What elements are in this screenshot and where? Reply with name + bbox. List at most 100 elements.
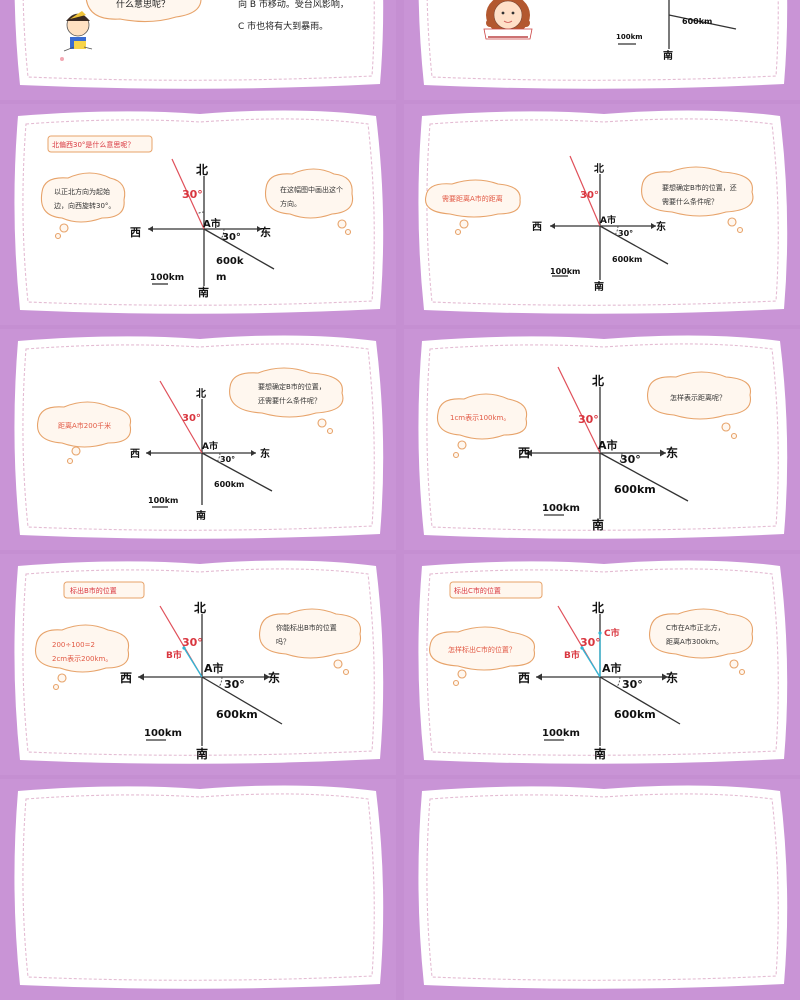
south-label: 南 xyxy=(594,280,604,293)
compass-diagram xyxy=(146,380,273,508)
bubble-dot xyxy=(59,223,69,233)
angle-north-label: 30° xyxy=(182,636,203,649)
slide-4-canvas: 需要距离A市的距离 要想确定B市的位置，还 需要什么条件呢？ 北 南 东 西 3… xyxy=(418,110,788,314)
north-label: 北 xyxy=(592,373,604,388)
angle-east-label: 30° xyxy=(222,232,241,243)
angle-east-label: 30° xyxy=(622,678,643,691)
north-label: 北 xyxy=(196,162,208,177)
bubble-dot xyxy=(459,219,469,229)
distance-label: 600km xyxy=(216,708,258,721)
bubble-dot xyxy=(457,440,467,450)
angle-east-label: 30° xyxy=(220,455,235,464)
question-tag-text: 北偏西30°是什么意思呢？ xyxy=(52,140,134,149)
distance-label: 600km xyxy=(612,255,642,264)
task-tag xyxy=(449,581,543,599)
right-speech-bubble xyxy=(264,168,354,219)
slide-thumbnail-9[interactable] xyxy=(0,779,396,1000)
scale-label: 100km xyxy=(616,33,643,41)
right-speech-bubble xyxy=(646,371,752,420)
bubble-dot xyxy=(721,422,731,432)
west-label: 西 xyxy=(518,446,530,460)
slide-3-canvas: 北偏西30°是什么意思呢？ 以正北方向为起始 边，向西旋转30°。 在这幅图中画… xyxy=(14,110,384,314)
slide-thumbnail-7[interactable]: 标出B市的位置 200÷100=2 2cm表示200km。 你能标出B市的位置 … xyxy=(0,554,396,775)
west-label: 西 xyxy=(130,448,140,460)
intro-line-2: C 市也将有大到暴雨。 xyxy=(238,20,328,32)
bubble-dot xyxy=(326,427,334,435)
right-bubble-line-2: 需要什么条件呢？ xyxy=(662,197,718,206)
slide-9-canvas xyxy=(14,785,384,989)
city-a-label: A市 xyxy=(203,217,221,230)
bubble-dot xyxy=(454,228,462,236)
angle-north-label: 30° xyxy=(580,190,599,201)
city-c-label: C市 xyxy=(604,627,620,639)
slide-thumbnail-6[interactable]: 1cm表示100km。 怎样表示距离呢？ 北 南 东 西 30° A市 30° xyxy=(404,329,800,550)
right-speech-bubble xyxy=(641,166,754,217)
east-label: 东 xyxy=(666,445,678,460)
right-bubble-line-1: 你能标出B市的位置 xyxy=(276,623,337,632)
left-speech-bubble xyxy=(40,172,126,223)
left-speech-bubble xyxy=(429,626,536,671)
right-bubble-line-2: 距离A市300km。 xyxy=(666,637,723,646)
right-bubble-line-1: 要想确定B市的位置，还 xyxy=(662,183,737,192)
slide-thumbnail-10[interactable] xyxy=(404,779,800,1000)
slide-thumbnail-1[interactable]: 什么意思呢？ 向 B 市移动。受台风影响， C 市也将有大到暴雨。 xyxy=(0,0,396,100)
bubble-dot xyxy=(337,219,347,229)
slide-thumbnail-4[interactable]: 需要距离A市的距离 要想确定B市的位置，还 需要什么条件呢？ 北 南 东 西 3… xyxy=(404,104,800,325)
east-southeast-line xyxy=(668,14,737,30)
right-bubble-line-1: 要想确定B市的位置， xyxy=(258,382,326,391)
west-label: 西 xyxy=(120,671,132,685)
north-label: 北 xyxy=(196,387,206,400)
angle-east-label: 30° xyxy=(224,678,245,691)
south-label: 南 xyxy=(196,746,208,761)
slide-6-canvas: 1cm表示100km。 怎样表示距离呢？ 北 南 东 西 30° A市 30° xyxy=(418,335,788,539)
slide-thumbnail-2[interactable]: 600km 100km 南 xyxy=(404,0,800,100)
east-label: 东 xyxy=(656,220,666,233)
south-label: 南 xyxy=(594,746,606,761)
west-label: 西 xyxy=(130,226,141,239)
bubble-dot xyxy=(66,457,74,465)
slide-7-canvas: 标出B市的位置 200÷100=2 2cm表示200km。 你能标出B市的位置 … xyxy=(14,560,384,764)
city-a-label: A市 xyxy=(204,661,224,675)
bubble-dot xyxy=(57,673,67,683)
bubble-dot xyxy=(71,446,81,456)
distance-label: 600km xyxy=(214,480,244,489)
bubble-dot xyxy=(452,451,460,459)
east-label: 东 xyxy=(666,670,678,685)
left-speech-bubble xyxy=(36,401,132,448)
right-bubble-line-1: 在这幅图中画出这个 xyxy=(280,185,343,194)
left-speech-bubble xyxy=(34,624,130,673)
city-a-label: A市 xyxy=(602,661,622,675)
slide-thumbnail-8[interactable]: 标出C市的位置 怎样标出C市的位置？ C市在A市正北方， 距离A市300km。 xyxy=(404,554,800,775)
compass-diagram xyxy=(536,605,681,746)
west-label: 西 xyxy=(532,221,542,233)
scale-label: 100km xyxy=(542,503,580,514)
city-b-label: B市 xyxy=(564,649,580,661)
distance-label-2: m xyxy=(216,272,226,283)
city-b-label: B市 xyxy=(166,649,182,661)
north-label: 北 xyxy=(594,162,604,175)
left-speech-bubble xyxy=(424,179,521,218)
south-label: 南 xyxy=(198,285,209,299)
slide-thumbnail-5[interactable]: 距离A市200千米 要想确定B市的位置， 还需要什么条件呢？ 北 南 东 西 3… xyxy=(0,329,396,550)
north-label: 北 xyxy=(194,600,206,615)
left-speech-bubble xyxy=(436,393,528,440)
angle-east-label: 30° xyxy=(618,229,633,238)
scale-label: 100km xyxy=(144,728,182,739)
slide-thumbnail-3[interactable]: 北偏西30°是什么意思呢？ 以正北方向为起始 边，向西旋转30°。 在这幅图中画… xyxy=(0,104,396,325)
east-label: 东 xyxy=(260,447,270,460)
south-label: 南 xyxy=(196,509,206,522)
bubble-dot xyxy=(452,679,460,687)
right-bubble-line-2: 吗？ xyxy=(276,638,290,646)
bubble-dot xyxy=(729,659,739,669)
left-bubble-line-1: 1cm表示100km。 xyxy=(450,413,510,422)
right-bubble-line-2: 方向。 xyxy=(280,199,301,208)
slide-1-canvas: 什么意思呢？ 向 B 市移动。受台风影响， C 市也将有大到暴雨。 xyxy=(14,0,384,89)
scale-label: 100km xyxy=(148,496,178,505)
intro-line-1: 向 B 市移动。受台风影响， xyxy=(238,0,349,10)
bubble-dot xyxy=(344,228,352,236)
top-speech-bubble xyxy=(85,0,202,23)
bubble-dot xyxy=(52,683,60,691)
task-tag-text: 标出B市的位置 xyxy=(70,586,117,595)
right-speech-bubble xyxy=(258,608,362,659)
distance-label: 600km xyxy=(682,17,712,26)
